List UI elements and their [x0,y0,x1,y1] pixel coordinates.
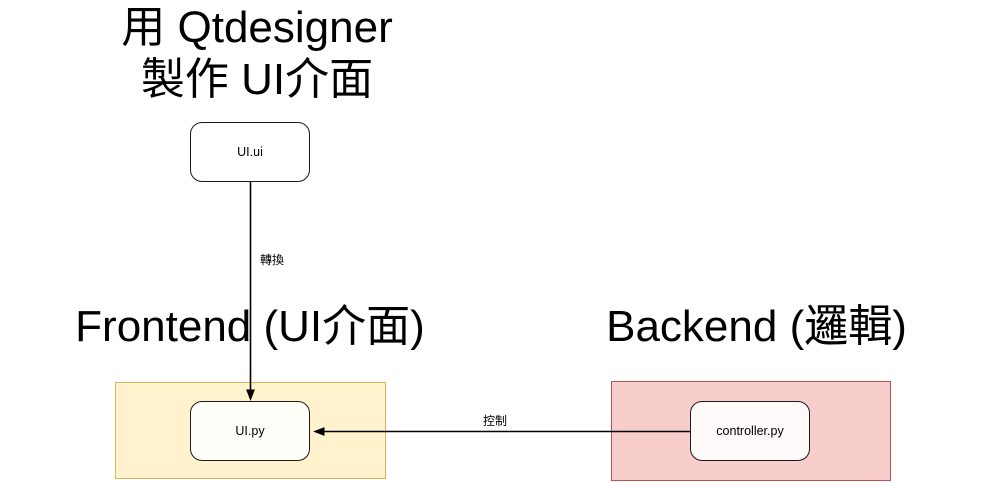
node-ui-ui-label: UI.ui [237,145,263,159]
convert-arrow [246,182,255,401]
diagram-title-line1: 用 Qtdesigner [121,3,393,52]
frontend-heading: Frontend (UI介面) [75,302,425,351]
diagram-title-line2: 製作 UI介面 [140,55,374,104]
backend-heading: Backend (邏輯) [606,302,907,351]
node-ui-ui: UI.ui [190,122,310,182]
node-controller-py: controller.py [690,401,810,461]
node-ui-py: UI.py [190,401,310,461]
node-ui-py-label: UI.py [235,424,265,438]
convert-edge-label: 轉換 [258,253,286,267]
diagram-title: 用 Qtdesigner 製作 UI介面 [87,2,427,106]
node-controller-py-label: controller.py [716,424,784,438]
control-edge-label: 控制 [481,414,509,428]
